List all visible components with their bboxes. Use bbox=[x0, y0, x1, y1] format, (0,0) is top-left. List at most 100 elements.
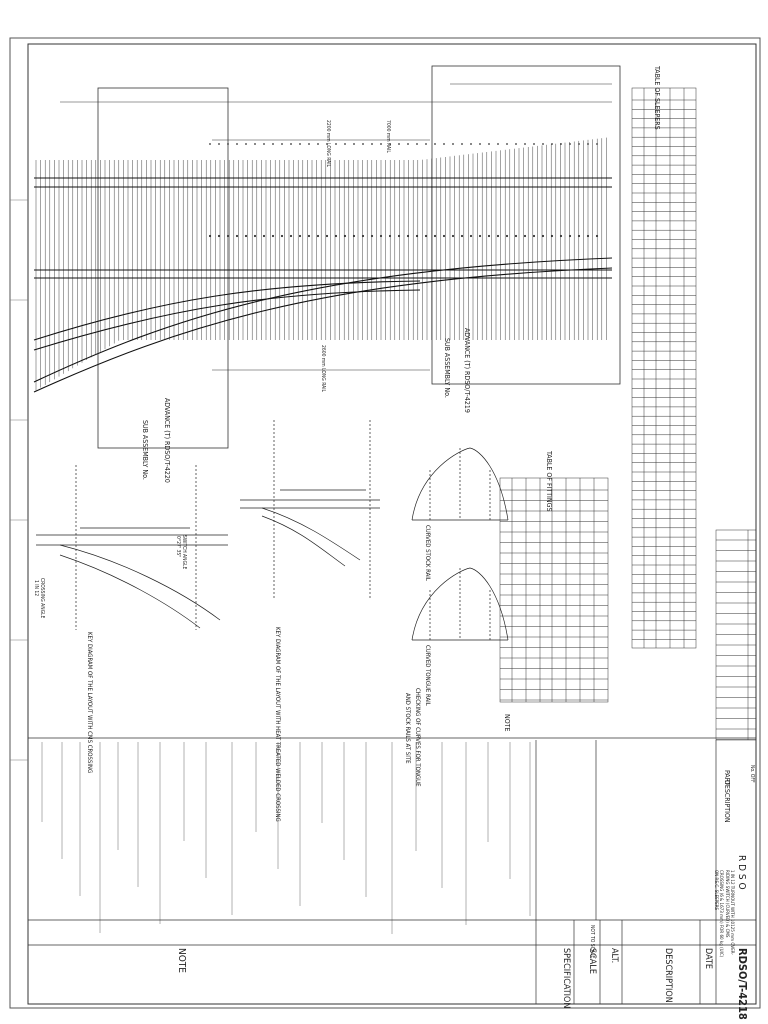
checking-curves-label-2: AND STOCK RAILS AT SITE bbox=[404, 693, 411, 764]
left-margin-marks bbox=[10, 199, 28, 761]
fastening-dot bbox=[379, 234, 383, 238]
fastening-dot bbox=[370, 234, 374, 238]
rail-label-3: 7000 mm RAIL bbox=[385, 120, 391, 153]
fastening-dot bbox=[361, 234, 365, 238]
fastening-dot bbox=[280, 234, 284, 238]
fastening-dot bbox=[380, 143, 382, 145]
fastening-dot bbox=[587, 143, 589, 145]
fastening-dot bbox=[415, 234, 419, 238]
table-of-fittings bbox=[499, 477, 609, 703]
fastening-dot bbox=[505, 234, 509, 238]
fastening-dot bbox=[542, 143, 544, 145]
fastening-dot bbox=[532, 234, 536, 238]
fastening-dot bbox=[262, 234, 266, 238]
sub-assembly-right-label: SUB ASSEMBLY No. bbox=[443, 338, 451, 398]
fastening-dot bbox=[352, 234, 356, 238]
title-block-alt: ALT. bbox=[609, 948, 619, 964]
crossing-angle-value: 1 IN 12 bbox=[33, 580, 39, 597]
switch-angle-label: SWITCH ANGLE bbox=[181, 535, 187, 570]
fastening-dot bbox=[569, 143, 571, 145]
fastening-dot bbox=[433, 234, 437, 238]
fastening-dot bbox=[289, 234, 293, 238]
fastening-dot bbox=[353, 143, 355, 145]
fastening-dot bbox=[217, 234, 221, 238]
fastening-dot bbox=[416, 143, 418, 145]
fastening-dot bbox=[487, 234, 491, 238]
fastening-dot bbox=[317, 143, 319, 145]
fastening-dot bbox=[524, 143, 526, 145]
notes-text-lines bbox=[41, 742, 531, 934]
fastening-dot bbox=[559, 234, 563, 238]
title-block-note: NOTE bbox=[176, 948, 187, 973]
fastening-dot bbox=[334, 234, 338, 238]
fastening-dot bbox=[523, 234, 527, 238]
fastening-dot bbox=[560, 143, 562, 145]
fastening-dot bbox=[406, 234, 410, 238]
turnout-curved-rails bbox=[33, 257, 613, 393]
sub-assembly-box-left bbox=[97, 87, 229, 449]
fastening-dot bbox=[424, 234, 428, 238]
fastening-dot bbox=[397, 234, 401, 238]
fastening-dots bbox=[208, 143, 599, 238]
title-block-not-to-scale: NOT TO SCALE bbox=[589, 925, 595, 959]
fastening-dot bbox=[469, 234, 473, 238]
key-diagram-cms-title: KEY DIAGRAM OF THE LAYOUT WITH CMS CROSS… bbox=[86, 632, 93, 774]
fastening-dot bbox=[271, 234, 275, 238]
fastening-dot bbox=[595, 234, 599, 238]
fastening-dot bbox=[596, 143, 598, 145]
fastening-dot bbox=[227, 143, 229, 145]
fastening-dot bbox=[496, 234, 500, 238]
fastening-dot bbox=[344, 143, 346, 145]
fastening-dot bbox=[244, 234, 248, 238]
fastening-dot bbox=[478, 234, 482, 238]
title-block-description: DESCRIPTION bbox=[663, 948, 673, 1003]
fastening-dot bbox=[452, 143, 454, 145]
fastening-dot bbox=[398, 143, 400, 145]
fastening-dot bbox=[460, 234, 464, 238]
fastening-dot bbox=[236, 143, 238, 145]
fastening-dot bbox=[577, 234, 581, 238]
crossing-angle-label: CROSSING ANGLE bbox=[39, 578, 45, 619]
fastening-dot bbox=[245, 143, 247, 145]
fastening-dot bbox=[514, 234, 518, 238]
rail-label-1: 2200 mm LONG RAIL bbox=[325, 120, 331, 168]
fastening-dot bbox=[263, 143, 265, 145]
fastening-dot bbox=[299, 143, 301, 145]
fastening-dot bbox=[568, 234, 572, 238]
fastening-dot bbox=[362, 143, 364, 145]
notes-side-label: NOTE bbox=[503, 714, 511, 732]
title-block-desc2: DESCRIPTION bbox=[723, 780, 731, 823]
key-diagram-htw bbox=[240, 420, 380, 600]
fastening-dot bbox=[208, 234, 212, 238]
fastening-dot bbox=[461, 143, 463, 145]
title-block-specification: SPECIFICATION bbox=[561, 948, 571, 1009]
switch-angle-value: 0°27' 35" bbox=[175, 536, 181, 558]
fastening-dot bbox=[254, 143, 256, 145]
fastening-dot bbox=[253, 234, 257, 238]
fastening-dot bbox=[425, 143, 427, 145]
fastening-dot bbox=[218, 143, 220, 145]
checking-curves-label: CHECKING OF CURVES FOR TONGUE bbox=[414, 688, 421, 787]
fastening-dot bbox=[298, 234, 302, 238]
fastening-dot bbox=[586, 234, 590, 238]
fastening-dot bbox=[451, 234, 455, 238]
fastening-dot bbox=[326, 143, 328, 145]
parts-list bbox=[715, 529, 757, 741]
fastening-dot bbox=[316, 234, 320, 238]
fastening-dot bbox=[578, 143, 580, 145]
sub-assembly-right-ref: ADVANCE (T) RDSO/T-4219 bbox=[463, 328, 471, 413]
title-block-no-off: No. OFF bbox=[749, 765, 755, 783]
title-block-drawing-no: RDSO/T-4218 bbox=[736, 948, 749, 1020]
sub-assembly-box-right bbox=[431, 65, 621, 385]
sub-assembly-left-label: SUB ASSEMBLY No. bbox=[141, 420, 149, 480]
fastening-dot bbox=[388, 234, 392, 238]
fastening-dot bbox=[209, 143, 211, 145]
fastening-dot bbox=[389, 143, 391, 145]
fastening-dot bbox=[442, 234, 446, 238]
curved-stock-rail-label: CURVED STOCK RAIL bbox=[424, 525, 431, 581]
fastening-dot bbox=[533, 143, 535, 145]
fastening-dot bbox=[434, 143, 436, 145]
table-of-fittings-title: TABLE OF FITTINGS bbox=[545, 451, 553, 512]
fastening-dot bbox=[226, 234, 230, 238]
fastening-dot bbox=[551, 143, 553, 145]
